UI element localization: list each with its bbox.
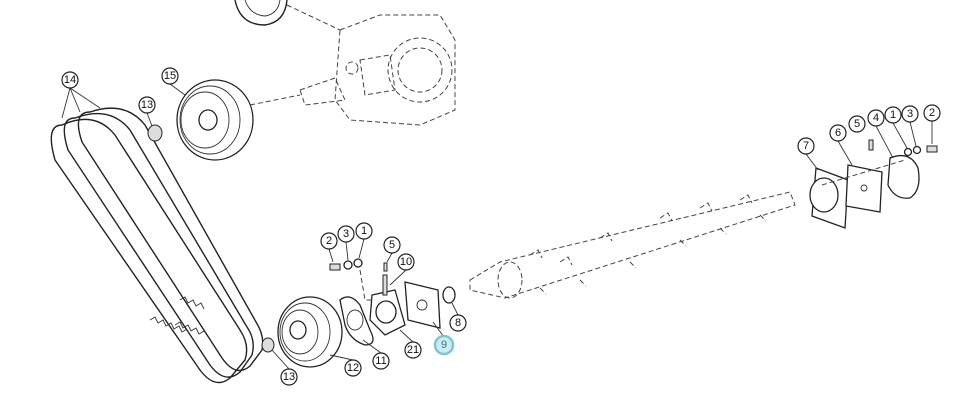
svg-text:2: 2 [929, 107, 935, 119]
callout-3-left[interactable]: 3 [337, 225, 355, 243]
svg-text:5: 5 [389, 239, 395, 251]
callout-15[interactable]: 15 [161, 67, 179, 85]
callout-3-right[interactable]: 3 [901, 105, 919, 123]
callout-4[interactable]: 4 [867, 109, 885, 127]
svg-text:13: 13 [141, 99, 153, 111]
callout-5-left[interactable]: 5 [383, 236, 401, 254]
svg-text:13: 13 [283, 371, 295, 383]
callout-6[interactable]: 6 [829, 124, 847, 142]
callout-1-left[interactable]: 1 [355, 222, 373, 240]
svg-text:4: 4 [873, 112, 879, 124]
housing-6 [845, 139, 883, 213]
callout-10[interactable]: 10 [397, 253, 415, 271]
svg-text:21: 21 [407, 344, 419, 356]
gearbox-drawing [234, 0, 456, 126]
callout-12[interactable]: 12 [344, 359, 362, 377]
callout-2-right[interactable]: 2 [923, 104, 941, 122]
svg-text:10: 10 [400, 256, 412, 268]
pulley-15 [147, 79, 254, 161]
svg-text:11: 11 [375, 355, 386, 367]
svg-text:8: 8 [455, 317, 461, 329]
svg-text:5: 5 [854, 118, 860, 130]
svg-text:3: 3 [343, 228, 349, 240]
svg-text:15: 15 [164, 70, 176, 82]
leader-lines [146, 83, 933, 370]
plate-9 [404, 281, 456, 329]
callout-13-top[interactable]: 13 [138, 96, 156, 114]
washers-left [329, 258, 372, 301]
callout-13-bottom[interactable]: 13 [280, 368, 298, 386]
flange-7 [809, 167, 849, 229]
callout-1-right[interactable]: 1 [884, 106, 902, 124]
pulley-12 [261, 296, 343, 368]
svg-text:3: 3 [907, 108, 913, 120]
callout-11[interactable]: 11 [372, 352, 390, 370]
svg-text:2: 2 [326, 235, 332, 247]
svg-text:12: 12 [347, 362, 359, 374]
svg-text:1: 1 [361, 225, 367, 237]
callout-5-right[interactable]: 5 [848, 115, 866, 133]
callout-2-left[interactable]: 2 [320, 232, 338, 250]
callout-21[interactable]: 21 [404, 341, 422, 359]
bearing-housing-21 [369, 262, 406, 336]
flange-gasket-11 [339, 296, 374, 346]
svg-text:1: 1 [890, 109, 896, 121]
callout-8[interactable]: 8 [449, 314, 467, 332]
svg-text:6: 6 [835, 127, 841, 139]
svg-text:9: 9 [441, 339, 447, 351]
v-belts [50, 107, 264, 384]
flange-4 [887, 145, 938, 199]
svg-text:14: 14 [64, 74, 76, 86]
callout-7[interactable]: 7 [797, 137, 815, 155]
shaft [469, 191, 796, 299]
callout-14[interactable]: 14 [61, 71, 79, 89]
svg-text:7: 7 [803, 140, 809, 152]
callout-9-selected[interactable]: 9 [433, 334, 455, 356]
